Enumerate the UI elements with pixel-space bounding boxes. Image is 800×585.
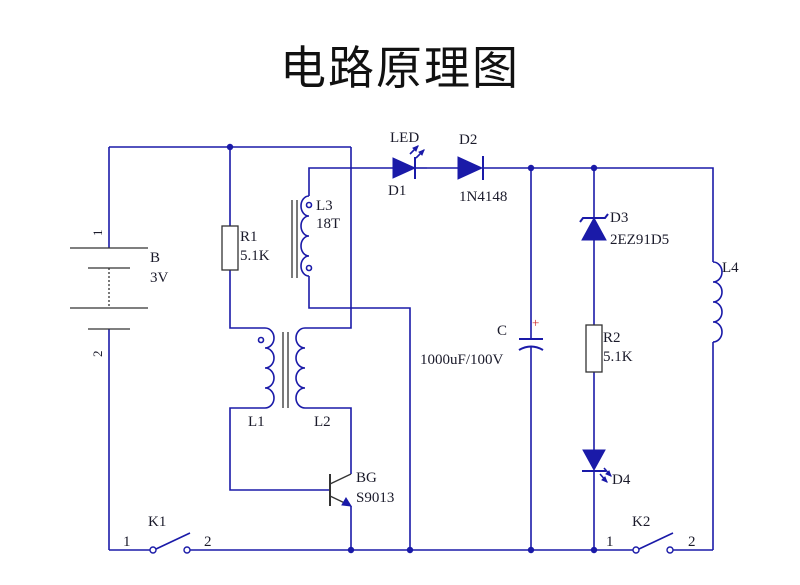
wire-l1-base: [229, 407, 330, 491]
battery-value-label: 3V: [150, 270, 169, 286]
l3-value-label: 18T: [316, 216, 340, 232]
l4-coil: [712, 261, 723, 343]
l3-coil: [291, 195, 313, 278]
l2-ref-label: L2: [314, 414, 331, 430]
transformer-core: [282, 332, 289, 408]
junction-dot: [347, 546, 355, 554]
battery-symbol: [70, 247, 148, 330]
d2-diode-symbol: [457, 156, 484, 180]
d2-value-label: 1N4148: [459, 189, 507, 205]
battery-pin1-label: 1: [90, 230, 105, 237]
wire-l2-collector: [305, 407, 352, 474]
l1-ref-label: L1: [248, 414, 265, 430]
k1-pin1-label: 1: [123, 534, 131, 550]
led-d1-symbol: [392, 145, 427, 179]
l2-coil: [295, 327, 306, 409]
d1-ref-label: D1: [388, 183, 406, 199]
wire-top-right: [484, 167, 714, 262]
r2-ref-label: R2: [603, 330, 621, 346]
r1-value-label: 5.1K: [240, 248, 270, 264]
k2-switch: [632, 532, 674, 554]
capacitor-plus-label: +: [532, 315, 539, 330]
k1-switch: [149, 532, 191, 554]
l3-ref-label: L3: [316, 198, 333, 214]
capacitor-symbol: [518, 338, 544, 351]
k2-pin2-label: 2: [688, 534, 696, 550]
wire-l2-top: [305, 147, 352, 329]
battery-pin2-label: 2: [90, 351, 105, 358]
capacitor-ref-label: C: [497, 323, 507, 339]
junction-dot: [527, 164, 535, 172]
bg-transistor: [329, 473, 352, 507]
k2-pin1-label: 1: [606, 534, 614, 550]
page-title: 电路原理图: [280, 41, 520, 95]
junction-dot: [226, 143, 234, 151]
d3-value-label: 2EZ91D5: [610, 232, 669, 248]
k1-pin2-label: 2: [204, 534, 212, 550]
wires: [108, 146, 714, 551]
wire-l3-bottom: [308, 276, 411, 550]
battery-ref-label: B: [150, 250, 160, 266]
junction-dot: [406, 546, 414, 554]
k1-ref-label: K1: [148, 514, 166, 530]
d4-led-symbol: [582, 449, 612, 483]
l4-ref-label: L4: [722, 260, 739, 276]
capacitor-value-label: 1000uF/100V: [420, 352, 504, 368]
r1-ref-label: R1: [240, 229, 258, 245]
junction-dot: [590, 164, 598, 172]
wire-l3-top: [308, 167, 393, 196]
r1-resistor: [221, 225, 239, 271]
bg-value-label: S9013: [356, 490, 394, 506]
wire-r1-bottom: [229, 270, 265, 329]
d3-zener-symbol: [579, 213, 609, 241]
d4-ref-label: D4: [612, 472, 631, 488]
r2-value-label: 5.1K: [603, 349, 633, 365]
d3-ref-label: D3: [610, 210, 628, 226]
r2-resistor: [585, 324, 603, 373]
d2-ref-label: D2: [459, 132, 477, 148]
junction-dot: [527, 546, 535, 554]
led-label: LED: [390, 130, 419, 146]
junctions: [226, 143, 598, 554]
bg-ref-label: BG: [356, 470, 377, 486]
l1-coil: [257, 327, 275, 409]
k2-ref-label: K2: [632, 514, 650, 530]
junction-dot: [590, 546, 598, 554]
